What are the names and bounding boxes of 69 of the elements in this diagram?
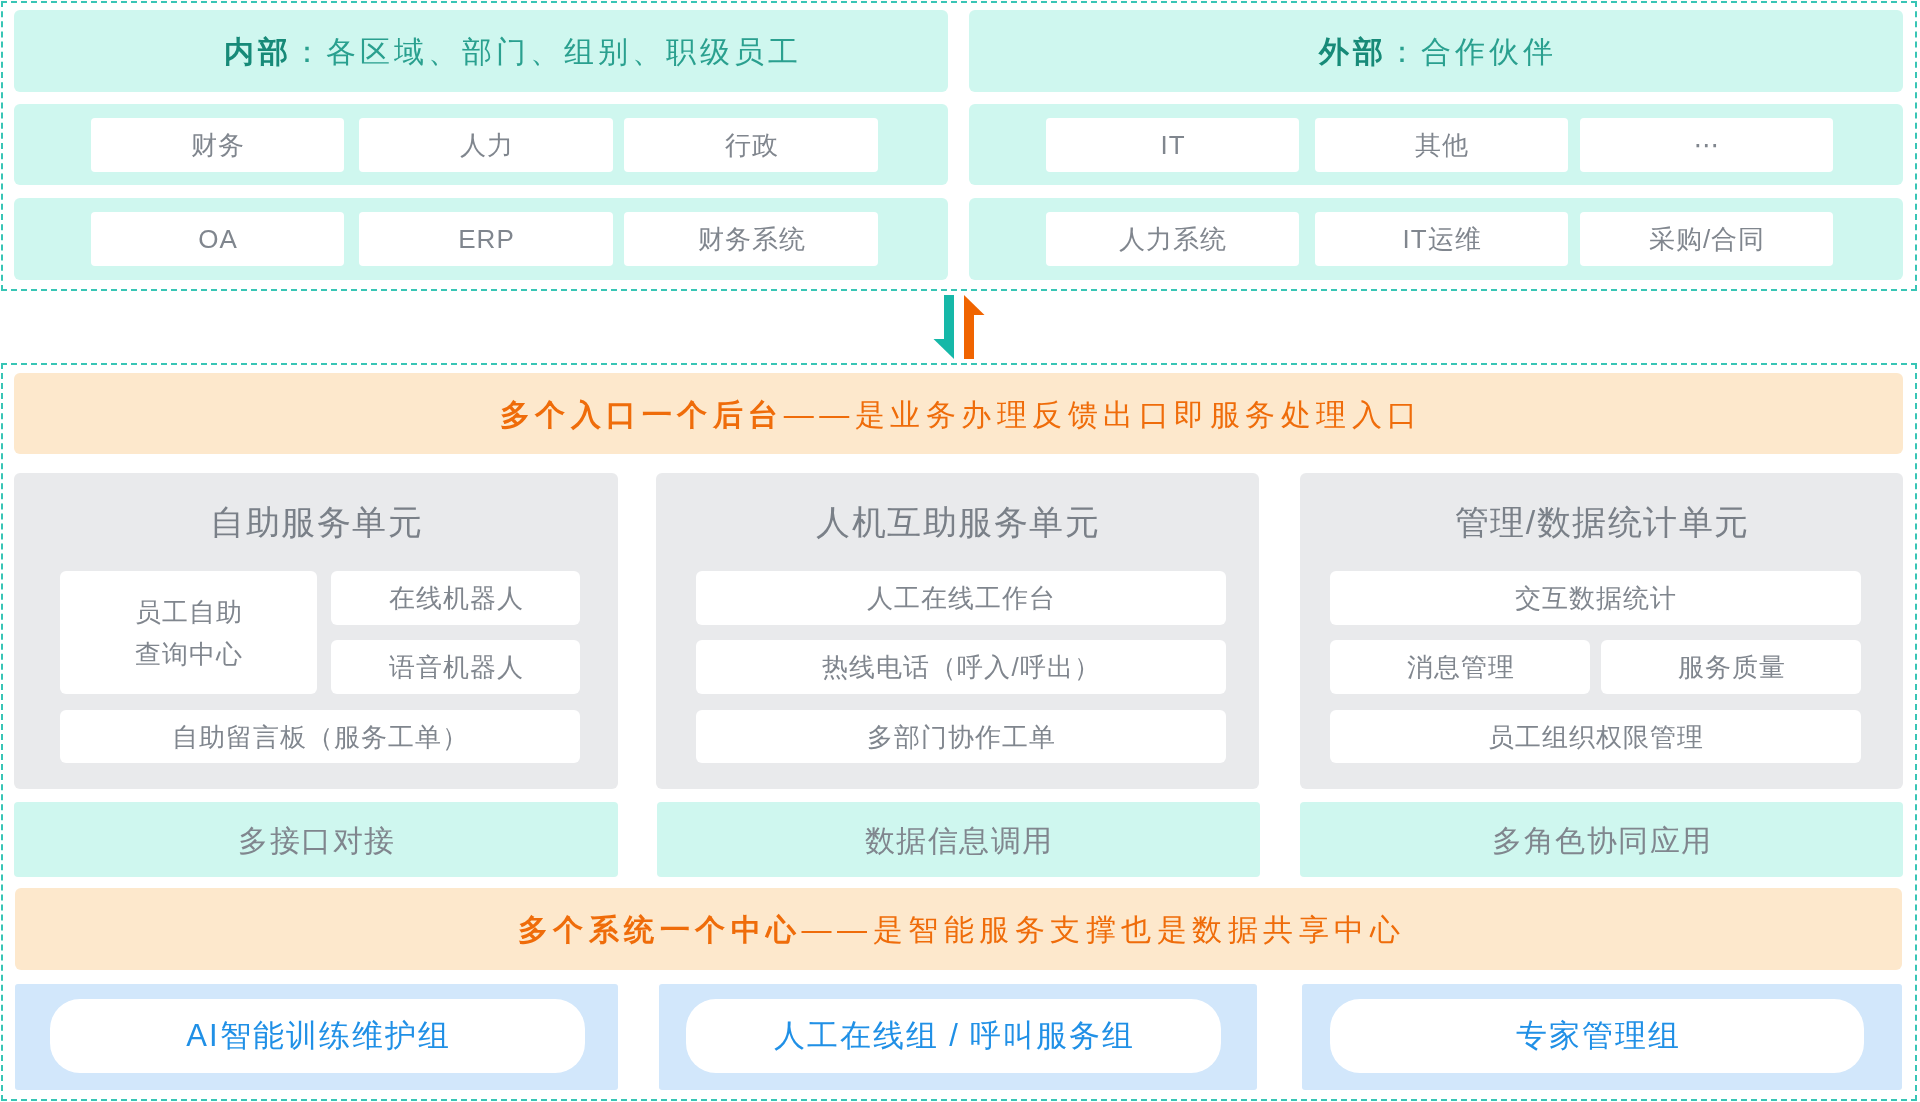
unit-title: 管理/数据统计单元 (1453, 502, 1750, 543)
team-pill (686, 999, 1221, 1073)
team-label: 人工在线组 / 呼叫服务组 (772, 1017, 1136, 1055)
tag-box (1315, 212, 1568, 266)
team-panel (1302, 984, 1902, 1090)
header-band (969, 10, 1903, 92)
team-pill (50, 999, 585, 1073)
capability-label: 多接口对接 (237, 822, 396, 858)
tag-box (1580, 212, 1833, 266)
tag-label: 其他 (1414, 129, 1469, 162)
unit-title: 人机互助服务单元 (815, 502, 1101, 543)
dashed-group-frame (1, 363, 1917, 1101)
dashed-group-frame (1, 1, 1917, 291)
function-label: 自助留言板（服务工单） (171, 720, 469, 754)
tag-label: 行政 (723, 129, 779, 162)
tag-label: ERP (457, 223, 515, 256)
team-label: AI智能训练维护组 (185, 1017, 451, 1055)
tag-box (1315, 118, 1568, 172)
tag-label: ⋯ (1692, 129, 1721, 162)
category-row-band (969, 104, 1903, 185)
tag-box (1046, 212, 1299, 266)
slogan-text: 多个入口一个后台——是业务办理反馈出口即服务处理入口 (498, 396, 1423, 432)
tag-label: OA (197, 223, 238, 256)
team-panel (659, 984, 1257, 1090)
capability-bar (14, 802, 618, 877)
team-panel (15, 984, 618, 1090)
function-label: 热线电话（呼入/呼出） (821, 651, 1101, 684)
capability-label: 多角色协同应用 (1491, 822, 1713, 858)
function-label: 消息管理 (1405, 651, 1515, 684)
tag-label: IT (1159, 129, 1186, 162)
team-label: 专家管理组 (1514, 1017, 1681, 1055)
header-text: 内部：各区域、部门、组别、职级员工 (223, 33, 802, 70)
slogan-banner (14, 373, 1903, 454)
tag-label: 财务 (190, 129, 245, 162)
category-row-band (969, 198, 1903, 280)
function-label: 多部门协作工单 (866, 720, 1056, 754)
function-label: 语音机器人 (387, 651, 524, 684)
team-pill (1330, 999, 1864, 1073)
capability-bar (657, 802, 1260, 877)
category-row-band (14, 104, 948, 185)
capability-bar (1300, 802, 1903, 877)
tag-label: 财务系统 (696, 223, 806, 256)
tag-box (91, 212, 344, 266)
tag-label: 人力 (458, 129, 514, 162)
unit-title: 自助服务单元 (209, 502, 424, 543)
function-label: 交互数据统计 (1514, 582, 1677, 615)
capability-label: 数据信息调用 (863, 822, 1054, 858)
function-label: 人工在线工作台 (866, 582, 1056, 615)
slogan-text: 多个系统一个中心——是智能服务支撑也是数据共享中心 (516, 911, 1405, 948)
header-band (14, 10, 948, 92)
flow-arrow (964, 295, 985, 359)
function-label: 在线机器人 (387, 582, 524, 615)
tag-label: IT运维 (1401, 223, 1482, 256)
header-text: 外部：合作伙伴 (1317, 33, 1557, 70)
slogan-banner (15, 888, 1902, 970)
function-label: 员工自助查询中心 (134, 595, 244, 671)
tag-box (359, 118, 613, 172)
tag-box (359, 212, 613, 266)
flow-arrow (933, 295, 954, 359)
function-label: 服务质量 (1676, 651, 1786, 684)
category-row-band (14, 198, 948, 280)
tag-box (91, 118, 344, 172)
tag-box (1046, 118, 1299, 172)
tag-box (624, 212, 878, 266)
tag-box (624, 118, 878, 172)
tag-label: 采购/合同 (1647, 223, 1766, 256)
tag-label: 人力系统 (1118, 223, 1227, 256)
tag-box (1580, 118, 1833, 172)
function-label: 员工组织权限管理 (1487, 720, 1704, 754)
